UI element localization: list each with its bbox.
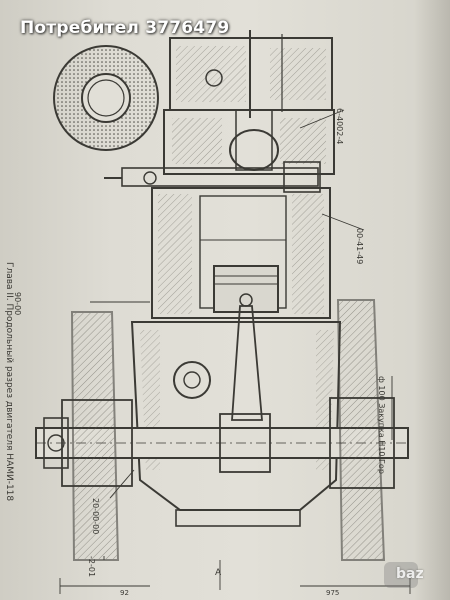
connecting-rod (231, 305, 263, 421)
page-edge-shadow (414, 0, 450, 600)
callout-left-mid: 90-00 (13, 292, 22, 316)
dimension-right: 975 (326, 589, 340, 597)
cylinder-head (163, 30, 335, 175)
dimension-lines (59, 578, 411, 594)
callout-left-low-1: 20-00-00 (91, 498, 100, 535)
section-marker: А (215, 568, 222, 578)
dimension-left: 92 (120, 589, 129, 597)
right-flywheel (329, 299, 395, 561)
marketplace-logo: baz (384, 556, 444, 594)
seller-watermark: Потребител 3776479 (20, 18, 230, 38)
logo-text: baz (396, 566, 424, 582)
cylinder-block (151, 187, 331, 319)
callout-left-low-2: -2-01 (87, 556, 96, 578)
fuel-injector (104, 161, 321, 193)
leader-lines (90, 109, 393, 590)
logo-badge (384, 562, 418, 588)
callout-right-low: ф 100 Закупка Н10 Гор (377, 376, 386, 474)
callout-right-top: 6-4002-4 (335, 108, 344, 145)
callout-right-mid: 00-41-49 (355, 228, 364, 265)
air-filter (53, 45, 159, 151)
left-flywheel (61, 311, 133, 561)
